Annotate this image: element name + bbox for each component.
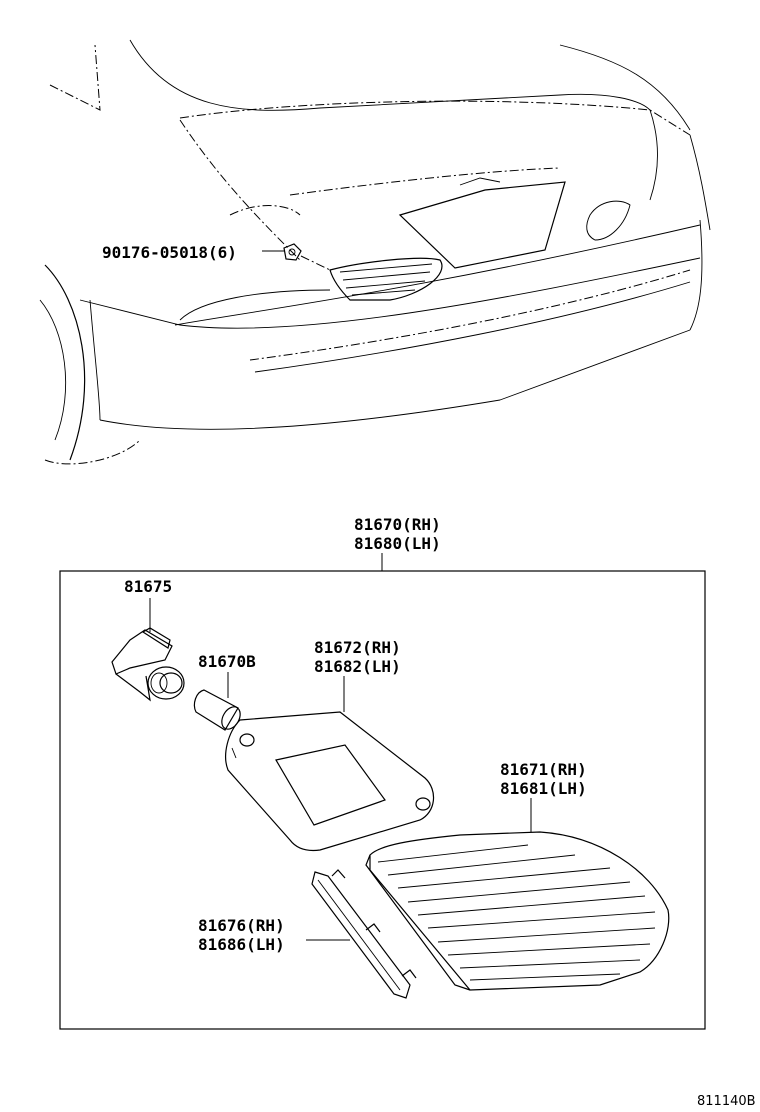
part-label-socket: 81675 (124, 577, 172, 596)
fastener-nut-icon (283, 243, 302, 261)
reflector-icon (311, 869, 417, 999)
bulb-socket-icon (111, 627, 185, 702)
part-label-reflector-lh: 81686(LH) (198, 935, 285, 954)
figure-code: 811140B (697, 1094, 756, 1109)
assembly-callout-lh: 81680(LH) (354, 534, 441, 553)
gasket-icon (225, 711, 434, 852)
part-label-gasket-lh: 81682(LH) (314, 657, 401, 676)
part-label-reflector-rh: 81676(RH) (198, 916, 285, 935)
bulb-icon (193, 689, 241, 731)
assembly-callout-rh: 81670(RH) (354, 515, 441, 534)
tail-lamp-lens-icon (365, 831, 670, 991)
part-label-lens-lh: 81681(LH) (500, 779, 587, 798)
assembly-frame (59, 570, 706, 1030)
part-label-bulb: 81670B (198, 652, 256, 671)
part-label-lens-rh: 81671(RH) (500, 760, 587, 779)
fastener-callout: 90176-05018(6) (102, 243, 237, 262)
part-label-gasket-rh: 81672(RH) (314, 638, 401, 657)
car-rear-illustration (39, 39, 711, 465)
